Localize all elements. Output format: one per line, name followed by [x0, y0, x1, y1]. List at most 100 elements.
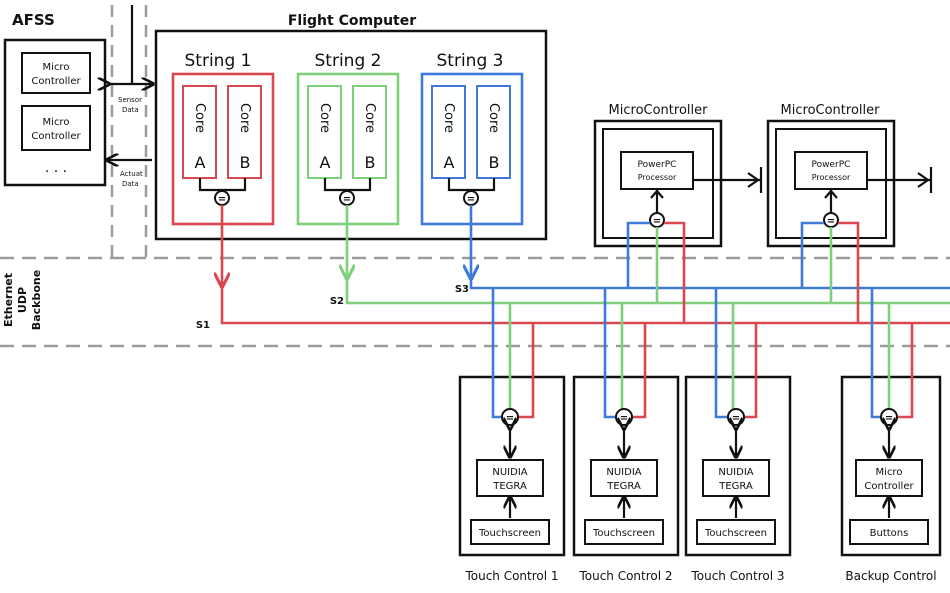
- string-1-core-b-letter: B: [240, 153, 251, 172]
- control-3-blue-link: [714, 288, 728, 419]
- control-3-red-link: [744, 323, 758, 419]
- control-2-chip-line1: NUIDIA: [606, 467, 641, 478]
- mc1-proc-line1: PowerPC: [638, 160, 677, 170]
- bus-s3-blue: S3: [455, 205, 950, 295]
- microcontroller-1-processor: [620, 151, 694, 190]
- string-2: String 2 Core A Core B =: [296, 51, 400, 226]
- string-2-core-a-text: Core: [317, 103, 332, 133]
- control-2-blue-link: [603, 288, 616, 419]
- control-4-chip-line2: Controller: [864, 481, 914, 492]
- control-4-input-text: Buttons: [870, 528, 909, 539]
- control-4-chip-line1: Micro: [876, 467, 903, 478]
- control-1-switch-text: =: [506, 413, 514, 424]
- control-2-chip-line2: TEGRA: [606, 481, 641, 492]
- string-2-core-b-letter: B: [365, 153, 376, 172]
- string-3-core-a: [431, 85, 466, 179]
- mc2-switch-text: =: [827, 216, 835, 227]
- string-1-label: String 1: [185, 51, 252, 71]
- flight-computer-title: Flight Computer: [288, 13, 416, 29]
- afss-mc2-line1: Micro: [43, 117, 70, 128]
- bus-s2-green: S2: [330, 205, 950, 307]
- control-4-red-link: [897, 323, 914, 419]
- string-3-core-a-letter: A: [444, 153, 455, 172]
- string-2-core-join: [323, 178, 372, 192]
- mc1-up-arrowhead: [650, 189, 664, 199]
- afss-mc1-line2: Controller: [31, 76, 81, 87]
- mc2-output-arrowhead: [917, 172, 930, 188]
- string-3-label: String 3: [437, 51, 504, 71]
- control-3-caption: Touch Control 3: [690, 569, 784, 583]
- backbone-label-line3: Backbone: [30, 270, 43, 330]
- string-3-core-b-text: Core: [486, 103, 501, 133]
- s2-label: S2: [330, 296, 344, 307]
- string-2-core-b-text: Core: [362, 103, 377, 133]
- microcontroller-1: MicroController PowerPC Processor =: [593, 103, 763, 323]
- mc2-red-link: [838, 221, 860, 323]
- string-2-label: String 2: [315, 51, 382, 71]
- string-1-switch-text: =: [218, 194, 226, 205]
- control-3-switch-text: =: [732, 413, 740, 424]
- s2-bus-line: [345, 277, 950, 305]
- s1-bus-line: [220, 285, 950, 325]
- mc2-proc-line2: Processor: [812, 173, 851, 182]
- control-4-switch-text: =: [885, 413, 893, 424]
- mc2-blue-link: [800, 221, 824, 288]
- mc1-output-arrowhead: [747, 172, 760, 188]
- afss-block: AFSS Micro Controller Micro Controller .…: [3, 11, 107, 187]
- string-1-core-a: [182, 85, 217, 179]
- control-4-input: [849, 519, 929, 545]
- string-3: String 3 Core A Core B =: [420, 51, 524, 226]
- control-2-switch-text: =: [620, 413, 628, 424]
- string-2-switch-text: =: [343, 194, 351, 205]
- string-3-core-join: [447, 178, 496, 192]
- actuator-data-label-1: Actuat: [120, 170, 143, 178]
- control-2-input: [584, 519, 664, 545]
- afss-microcontroller-1: [21, 52, 91, 94]
- string-1-core-a-text: Core: [192, 103, 207, 133]
- afss-mc1-line1: Micro: [43, 62, 70, 73]
- string-1-core-a-letter: A: [195, 153, 206, 172]
- backbone-label: Ethernet: [2, 273, 15, 327]
- string-3-core-b-letter: B: [489, 153, 500, 172]
- s3-bus-line: [469, 277, 950, 290]
- mc1-proc-line2: Processor: [638, 173, 677, 182]
- afss-links: Sensor Data Actuat Data: [108, 5, 152, 188]
- microcontroller-2-title: MicroController: [781, 103, 881, 118]
- control-2-caption: Touch Control 2: [578, 569, 672, 583]
- flight-computer: Flight Computer String 1 Core A Core B =…: [154, 13, 548, 241]
- microcontroller-2: MicroController PowerPC Processor =: [766, 103, 933, 323]
- string-1-core-join: [198, 178, 247, 192]
- mc1-blue-link: [626, 221, 650, 288]
- string-1-core-b-text: Core: [237, 103, 252, 133]
- backbone-label-line2-group: UDP: [16, 287, 29, 313]
- control-3-chip-line1: NUIDIA: [718, 467, 753, 478]
- control-1-input-text: Touchscreen: [478, 528, 541, 539]
- sensor-data-label-1: Sensor: [118, 96, 142, 104]
- mc2-up-arrowhead: [824, 189, 838, 199]
- control-4-blue-link: [870, 288, 881, 419]
- string-2-core-b: [352, 85, 387, 179]
- afss-title: AFSS: [12, 11, 55, 29]
- mc2-proc-line1: PowerPC: [812, 160, 851, 170]
- control-2-chip: [590, 459, 658, 497]
- string-1: String 1 Core A Core B =: [171, 51, 275, 226]
- backbone-region: Ethernet UDP Backbone: [0, 5, 950, 348]
- s3-label: S3: [455, 284, 469, 295]
- control-1-red-link: [518, 323, 535, 419]
- control-1-chip-line2: TEGRA: [492, 481, 527, 492]
- control-4-chip: [855, 459, 923, 497]
- s1-label: S1: [196, 320, 210, 331]
- control-1-caption: Touch Control 1: [464, 569, 558, 583]
- string-3-core-a-text: Core: [441, 103, 456, 133]
- control-1-chip-line1: NUIDIA: [492, 467, 527, 478]
- control-1-blue-link: [491, 288, 502, 419]
- string-3-switch-text: =: [467, 194, 475, 205]
- control-1-input: [470, 519, 550, 545]
- control-3-input: [696, 519, 776, 545]
- actuator-data-label-2: Data: [122, 180, 139, 188]
- backbone-label-line2: UDP: [16, 287, 29, 313]
